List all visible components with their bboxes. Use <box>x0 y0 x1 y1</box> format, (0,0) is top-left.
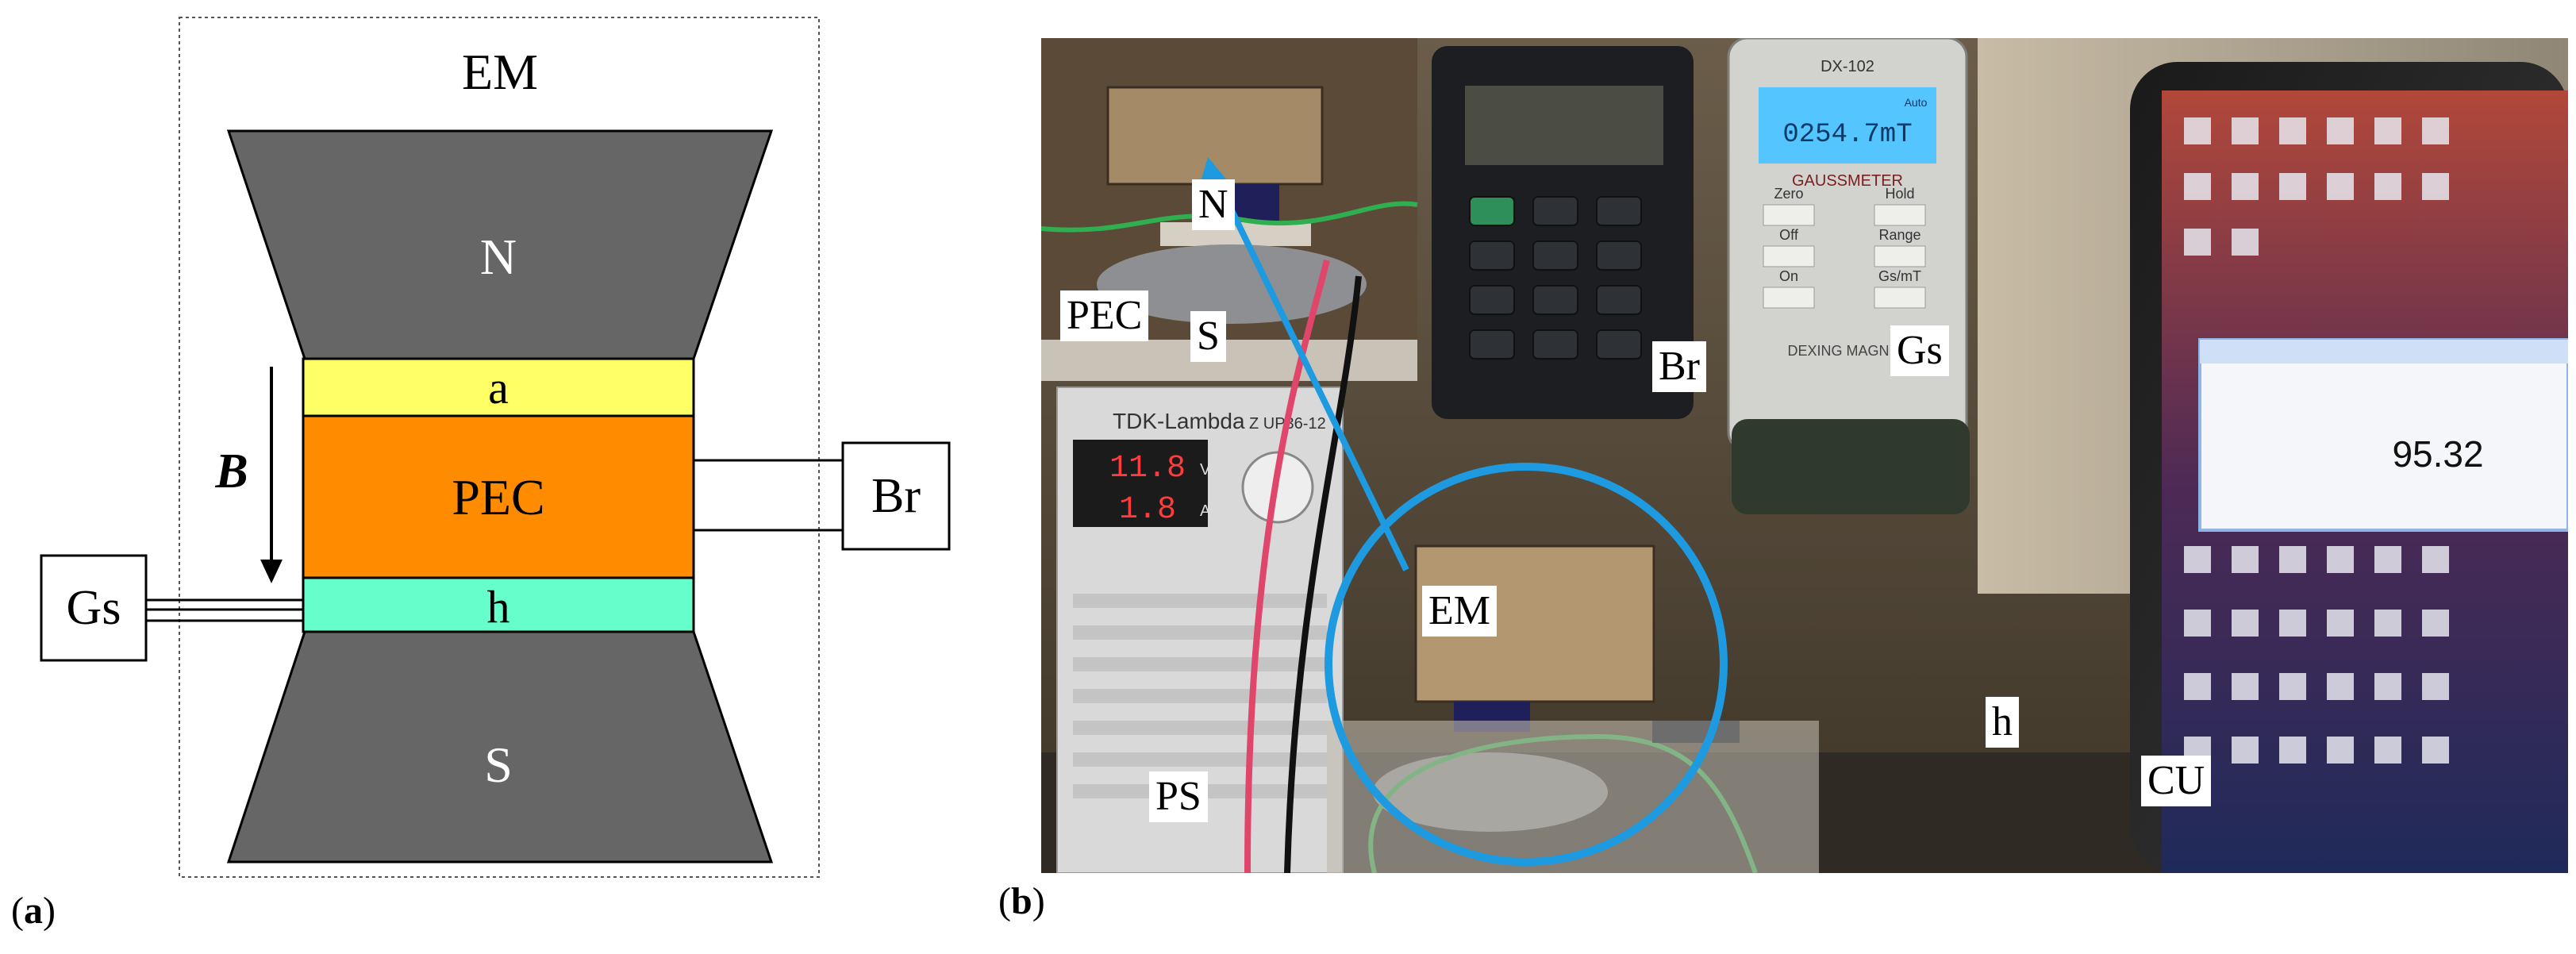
gaussmeter-reading: 0254.7mT <box>1782 120 1912 150</box>
power-supply-current: 1.8 <box>1119 492 1176 528</box>
inset-magnet-bottom <box>1097 244 1367 324</box>
gs-box <box>40 554 148 662</box>
south-pole <box>226 630 774 864</box>
layer-a <box>302 357 695 417</box>
gaussmeter-model: DX-102 <box>1821 58 1874 75</box>
black-cable <box>1284 275 1362 873</box>
south-label: S <box>484 737 513 793</box>
desktop-icons <box>2184 117 2449 764</box>
monitor-app-titlebar <box>2200 340 2568 364</box>
layer-h-label: h <box>487 581 510 633</box>
gs-box-label: Gs <box>67 581 121 635</box>
multimeter-display <box>1465 86 1663 165</box>
photo-label-s: S <box>1190 311 1226 362</box>
em-highlight-circle <box>1325 463 1728 866</box>
gaussmeter-brand: DEXING MAGNET <box>1787 343 1907 359</box>
photo-scene: 0254.7mT DX-102 Auto GAUSSMETER Zero Hol… <box>1041 38 2568 873</box>
field-arrowhead <box>260 560 283 583</box>
power-supply-brand: TDK-Lambda <box>1113 409 1245 433</box>
svg-text:Range: Range <box>1878 227 1920 243</box>
br-box-label: Br <box>871 469 921 523</box>
photo-label-pec: PEC <box>1060 290 1149 341</box>
em-label: EM <box>462 44 538 100</box>
gaussmeter-buttons: Zero Hold Off Range On Gs/mT <box>1763 186 1926 309</box>
inset-shelf <box>1041 340 1417 381</box>
setup-photo: 0254.7mT DX-102 Auto GAUSSMETER Zero Hol… <box>1041 38 2568 873</box>
svg-text:Gs/mT: Gs/mT <box>1878 268 1921 284</box>
plastic-tray <box>1327 721 1819 873</box>
gaussmeter-mode: Auto <box>1905 96 1928 109</box>
inset-pec-strip <box>1160 222 1311 246</box>
monitor-app-window <box>2198 338 2568 532</box>
north-label: N <box>480 229 517 285</box>
inset-green-wire <box>1041 201 1418 233</box>
layer-pec <box>302 414 695 579</box>
gaussmeter-base <box>1732 419 1970 514</box>
power-supply-unit-v: V <box>1200 461 1211 479</box>
layer-pec-label: PEC <box>452 469 544 525</box>
panel-b-label: (b) <box>998 880 1045 922</box>
svg-text:Zero: Zero <box>1774 186 1803 202</box>
br-box <box>841 441 951 551</box>
power-supply-unit-a: A <box>1200 502 1211 520</box>
svg-text:Hold: Hold <box>1885 186 1914 202</box>
field-label: B <box>214 444 248 498</box>
svg-text:Off: Off <box>1779 227 1799 243</box>
power-supply-voltage: 11.8 <box>1109 451 1186 487</box>
layer-a-label: a <box>488 362 509 414</box>
gaussmeter-display <box>1759 87 1936 163</box>
photo-label-em: EM <box>1422 586 1497 637</box>
photo-label-n: N <box>1192 179 1235 230</box>
photo-label-br: Br <box>1652 341 1706 392</box>
gaussmeter-title: GAUSSMETER <box>1792 172 1903 190</box>
multimeter-keypad <box>1469 196 1642 360</box>
hall-probe <box>1652 721 1740 743</box>
em-frame <box>179 17 820 878</box>
photo-label-h: h <box>1986 697 2019 748</box>
pointer-arrow <box>1214 179 1409 571</box>
monitor-reading: 95.32 <box>2392 433 2483 475</box>
power-supply-display <box>1073 440 1208 527</box>
svg-text:On: On <box>1779 268 1798 284</box>
schematic-diagram: EM N a PEC h S B Br Gs <box>40 17 951 878</box>
red-wire <box>1244 260 1330 873</box>
panel-a-label: (a) <box>11 890 56 932</box>
photo-label-ps: PS <box>1149 771 1208 822</box>
photo-label-gs: Gs <box>1890 325 1949 376</box>
photo-label-cu: CU <box>2141 756 2212 806</box>
